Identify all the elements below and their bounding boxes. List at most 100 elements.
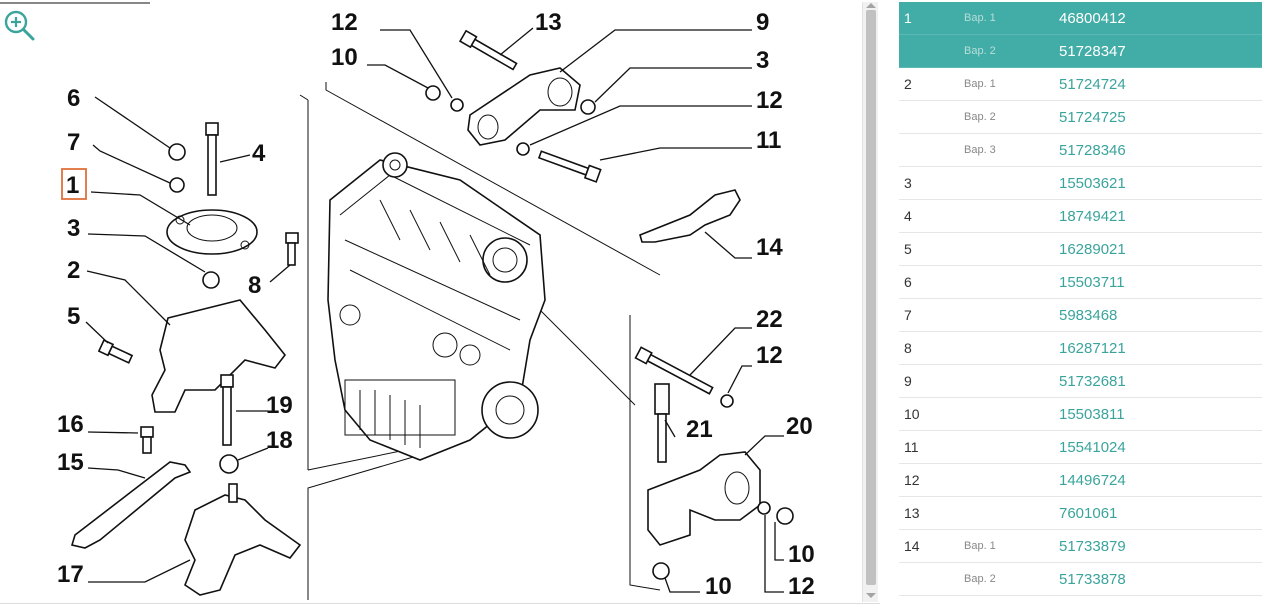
callout-5[interactable]: 5 <box>67 303 80 330</box>
part-3-nut[interactable] <box>202 271 220 289</box>
part-number-link[interactable]: 14496724 <box>1059 472 1126 489</box>
part-number-link[interactable]: 51733879 <box>1059 538 1126 555</box>
scroll-down-arrow-icon[interactable] <box>866 593 876 598</box>
part-21-stud[interactable] <box>654 383 670 463</box>
part-4-bolt[interactable] <box>205 122 219 196</box>
part-number-link[interactable]: 15503811 <box>1059 406 1125 423</box>
part-number-link[interactable]: 51724724 <box>1059 76 1126 93</box>
part-19-bolt[interactable] <box>220 374 234 446</box>
part-7-washer[interactable] <box>169 177 185 193</box>
callout-19[interactable]: 19 <box>266 392 293 419</box>
part-13-bolt[interactable] <box>458 29 518 71</box>
callout-9[interactable]: 9 <box>756 9 769 36</box>
part-number-link[interactable]: 16289021 <box>1059 241 1126 258</box>
callout-12-bottom[interactable]: 12 <box>788 573 815 600</box>
part-12-washer-top[interactable] <box>450 98 464 112</box>
callout-1[interactable]: 1 <box>66 172 79 199</box>
zoom-in-icon[interactable] <box>2 8 36 42</box>
callout-13[interactable]: 13 <box>535 9 562 36</box>
callout-6[interactable]: 6 <box>67 85 80 112</box>
part-12-washer-lower[interactable] <box>757 501 771 515</box>
diagram-scrollbar[interactable] <box>862 2 878 602</box>
part-11-bolt[interactable] <box>537 148 602 183</box>
part-10-nut-bottom[interactable] <box>652 562 670 580</box>
part-18-nut[interactable] <box>219 454 239 474</box>
callout-15[interactable]: 15 <box>57 449 84 476</box>
callout-21[interactable]: 21 <box>686 416 713 443</box>
part-number-link[interactable]: 51728346 <box>1059 142 1126 159</box>
callout-11[interactable]: 11 <box>756 127 781 154</box>
callout-3-right[interactable]: 3 <box>756 47 769 74</box>
part-20-mount[interactable] <box>647 451 761 546</box>
part-12-washer-mid[interactable] <box>516 142 530 156</box>
part-number-link[interactable]: 15503711 <box>1059 274 1125 291</box>
callout-20[interactable]: 20 <box>786 413 813 440</box>
position-cell: 3 <box>904 175 912 191</box>
scroll-up-arrow-icon[interactable] <box>866 3 876 8</box>
part-6-nut[interactable] <box>168 143 186 161</box>
callout-10-bottom[interactable]: 10 <box>705 573 732 600</box>
callout-8[interactable]: 8 <box>248 272 261 299</box>
callout-14[interactable]: 14 <box>756 234 783 261</box>
table-row[interactable]: 5 16289021 <box>899 233 1262 266</box>
part-10-nut-top[interactable] <box>425 85 441 101</box>
part-9-torque-rod[interactable] <box>467 67 581 146</box>
part-number-link[interactable]: 7601061 <box>1059 505 1118 522</box>
part-2-bracket[interactable] <box>151 299 287 413</box>
table-row[interactable]: 8 16287121 <box>899 332 1262 365</box>
part-15-strap[interactable] <box>70 461 192 549</box>
table-row[interactable]: 3 15503621 <box>899 167 1262 200</box>
callout-2[interactable]: 2 <box>67 257 80 284</box>
position-cell: 5 <box>904 241 912 257</box>
part-number-link[interactable]: 18749421 <box>1059 208 1126 225</box>
part-5-bolt[interactable] <box>97 339 134 364</box>
part-number-link[interactable]: 51733878 <box>1059 571 1126 588</box>
callout-10-top[interactable]: 10 <box>331 44 358 71</box>
part-3-nut-right[interactable] <box>580 99 596 115</box>
part-number-link[interactable]: 5983468 <box>1059 307 1118 324</box>
part-1-engine-mount[interactable] <box>166 209 258 255</box>
callout-10-right[interactable]: 10 <box>788 541 815 568</box>
part-14-bracket[interactable] <box>639 189 741 243</box>
callout-17[interactable]: 17 <box>57 561 84 588</box>
part-10-nut-lower[interactable] <box>776 507 794 525</box>
callout-22[interactable]: 22 <box>756 306 783 333</box>
callout-3[interactable]: 3 <box>67 215 80 242</box>
part-22-bolt[interactable] <box>634 346 714 396</box>
part-12-washer-right[interactable] <box>720 394 734 408</box>
part-number-link[interactable]: 46800412 <box>1059 10 1126 27</box>
part-number-link[interactable]: 15541024 <box>1059 439 1126 456</box>
part-number-link[interactable]: 16287121 <box>1059 340 1126 357</box>
part-8-bolt[interactable] <box>285 232 299 266</box>
part-17-mount[interactable] <box>184 494 302 596</box>
callout-4[interactable]: 4 <box>252 140 266 167</box>
callout-12-top[interactable]: 12 <box>331 9 358 36</box>
part-number-link[interactable]: 51732681 <box>1059 373 1126 390</box>
callout-18[interactable]: 18 <box>266 427 293 454</box>
part-number-link[interactable]: 51728347 <box>1059 43 1126 60</box>
part-16-bolt[interactable] <box>140 426 154 454</box>
callout-7[interactable]: 7 <box>67 129 80 156</box>
part-number-link[interactable]: 51724725 <box>1059 109 1126 126</box>
part-number-link[interactable]: 15503621 <box>1059 175 1126 192</box>
callout-12-mid[interactable]: 12 <box>756 87 783 114</box>
scroll-thumb[interactable] <box>866 10 876 585</box>
callout-12-right[interactable]: 12 <box>756 342 783 369</box>
position-cell: 8 <box>904 340 912 356</box>
callout-16[interactable]: 16 <box>57 411 84 438</box>
